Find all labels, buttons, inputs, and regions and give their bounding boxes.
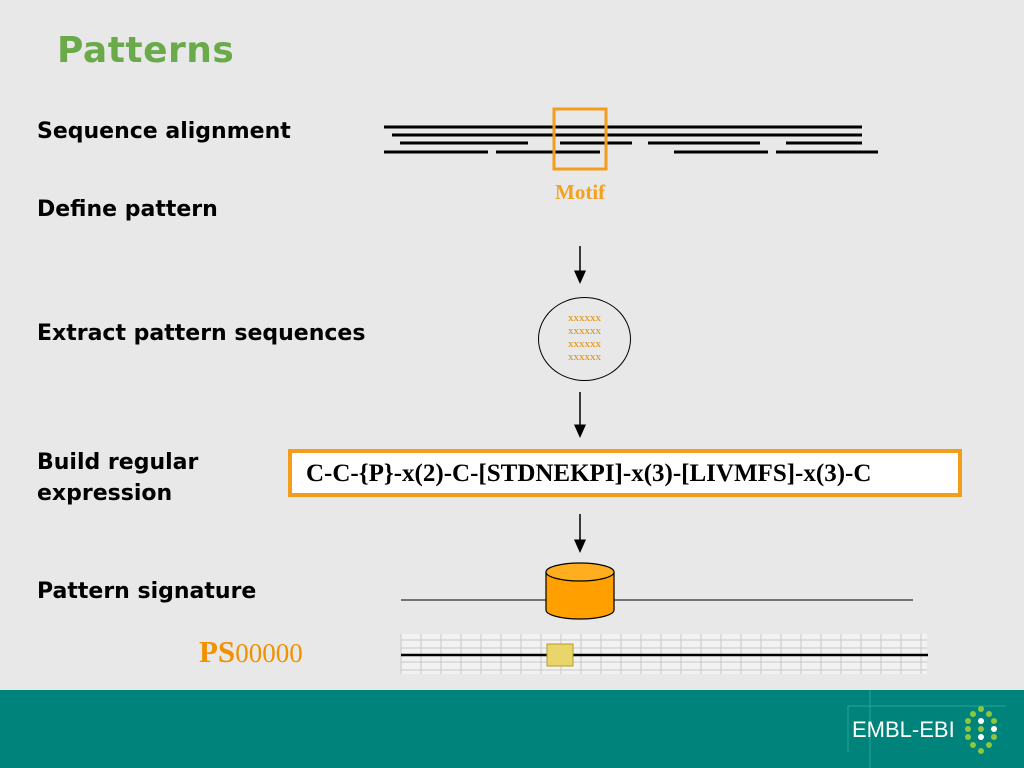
helix-icon <box>965 706 997 754</box>
motif-box <box>552 107 608 171</box>
step-extract-pattern-sequences: Extract pattern sequences <box>37 321 366 346</box>
regex-box: C-C-{P}-x(2)-C-[STDNEKPI]-x(3)-[LIVMFS]-… <box>288 449 962 497</box>
protein-strip <box>400 634 928 674</box>
step-define-pattern: Define pattern <box>37 197 218 222</box>
step-sequence-alignment: Sequence alignment <box>37 119 291 144</box>
step-pattern-signature: Pattern signature <box>37 579 257 604</box>
ps-prefix: PS <box>199 634 236 669</box>
ps-accession: PS00000 <box>199 634 303 670</box>
regex-text: C-C-{P}-x(2)-C-[STDNEKPI]-x(3)-[LIVMFS]-… <box>306 460 872 487</box>
pattern-match-highlight <box>546 643 574 667</box>
step-build-line-2: expression <box>37 481 173 506</box>
ps-number: 00000 <box>235 638 303 668</box>
pattern-sequences-ellipse: xxxxxx xxxxxx xxxxxx xxxxxx <box>538 297 631 381</box>
footer-bar <box>0 690 1024 768</box>
motif-label: Motif <box>555 180 606 204</box>
pattern-sequence: xxxxxx <box>568 338 601 350</box>
pattern-sequences: xxxxxx xxxxxx xxxxxx xxxxxx <box>539 312 630 364</box>
pattern-sequence: xxxxxx <box>568 351 601 363</box>
step-build-regular-expression: Build regular expression <box>37 447 198 509</box>
pattern-sequence: xxxxxx <box>568 325 601 337</box>
pattern-sequence: xxxxxx <box>568 312 601 324</box>
alignment-lines <box>384 125 878 154</box>
diagram-graphics <box>384 107 928 674</box>
slide-title: Patterns <box>57 30 235 71</box>
step-build-line-1: Build regular <box>37 450 199 475</box>
logo-text: EMBL-EBI <box>852 717 955 742</box>
embl-ebi-logo: EMBL-EBI <box>852 705 1004 755</box>
database-icon <box>545 562 615 620</box>
